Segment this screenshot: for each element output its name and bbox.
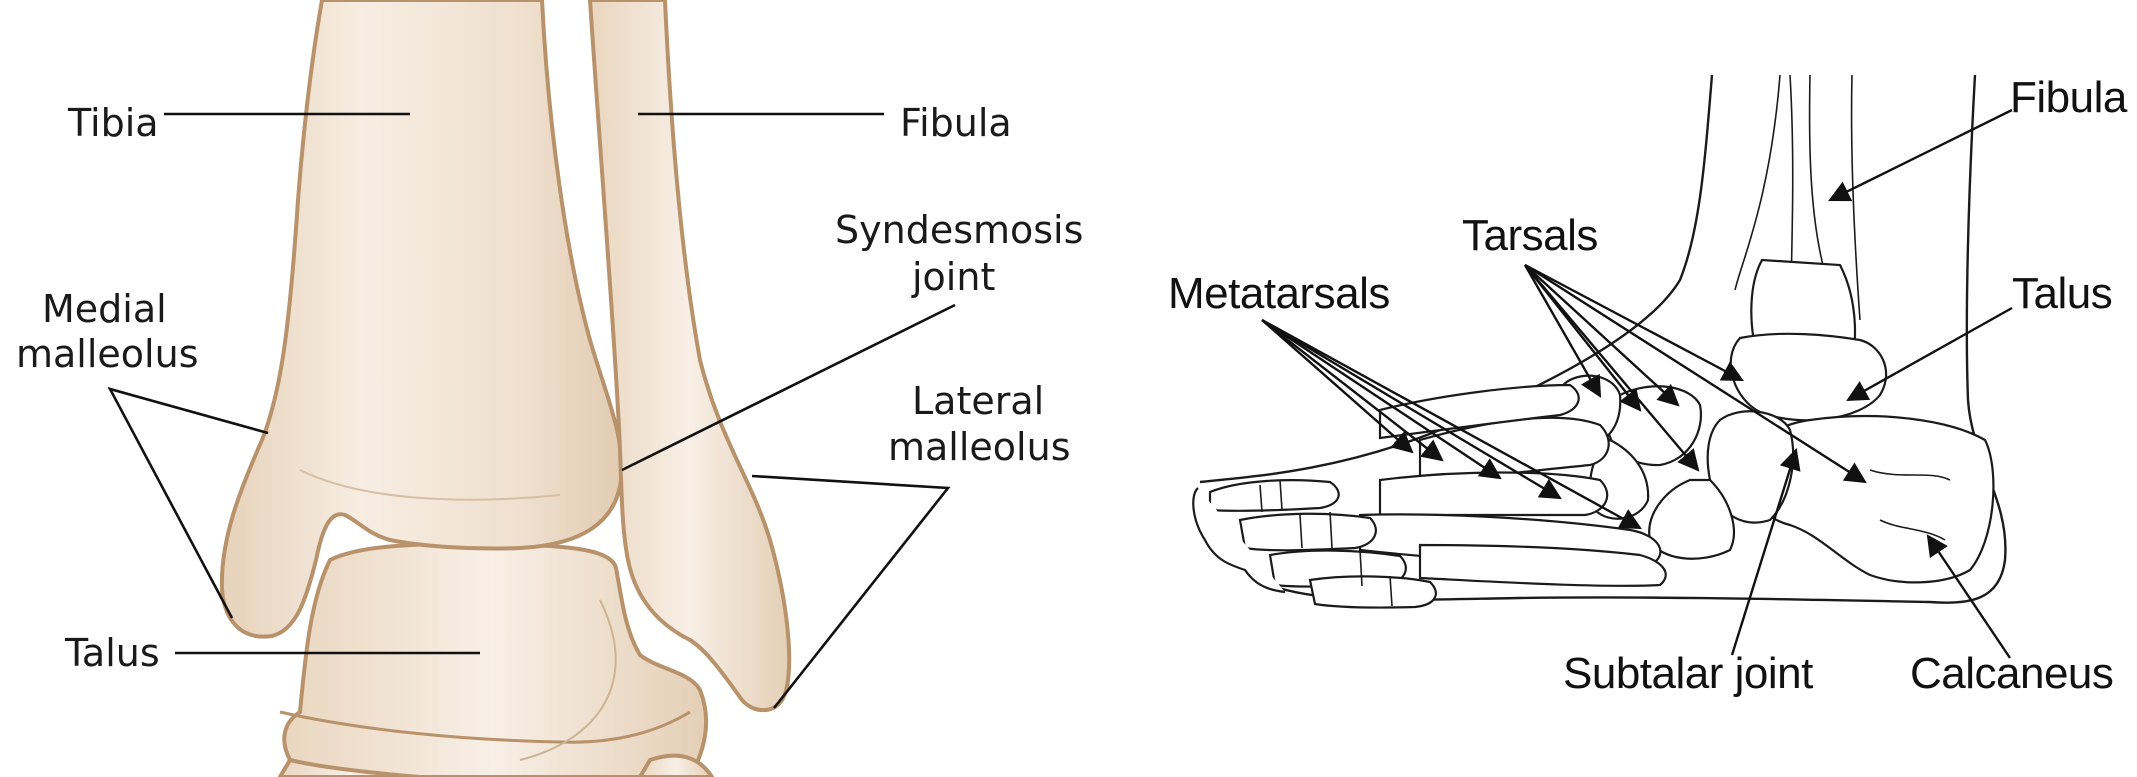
arrow-metatarsals-3 — [1261, 319, 1502, 480]
tibia-inner-shadow — [299, 469, 561, 501]
calcaneus-partial — [637, 753, 715, 777]
arrow-metatarsals-4 — [1261, 318, 1562, 500]
label-syndesmosis-line1: Syndesmosis — [835, 208, 1083, 252]
talus-lower-contour — [279, 710, 691, 744]
label-syndesmosis-line2: joint — [911, 255, 995, 299]
metatarsal-2 — [1378, 471, 1609, 517]
toe-tips — [1192, 487, 1286, 594]
navicular-shape — [1706, 410, 1795, 524]
arrow-metatarsals-2 — [1261, 319, 1444, 462]
label-lateral-line2: malleolus — [888, 425, 1071, 469]
label-calcaneus: Calcaneus — [1910, 649, 2113, 698]
left-ankle-front-view — [219, 0, 792, 777]
cuboid-shape — [1648, 478, 1735, 560]
leader-lateral — [751, 474, 951, 709]
phalanges-group-2 — [1238, 512, 1377, 552]
label-fibula-right: Fibula — [2010, 73, 2128, 122]
talus-shadow-curve — [519, 599, 617, 761]
label-talus-right: Talus — [2012, 269, 2112, 318]
fibula-bone-shape — [587, 0, 792, 713]
tibia-bone-shape — [219, 0, 625, 639]
arrow-tarsals-5 — [1524, 263, 1744, 382]
arrow-metatarsals-5 — [1261, 318, 1642, 530]
label-tarsals: Tarsals — [1462, 211, 1598, 260]
arrow-talus-right — [1846, 306, 2013, 402]
arrow-tarsals-4 — [1524, 264, 1700, 472]
label-medial-line1: Medial — [42, 287, 167, 331]
arrow-fibula-right — [1828, 108, 2013, 202]
phalanges-group-1 — [1208, 479, 1340, 512]
leader-medial — [107, 386, 269, 619]
talus-shape — [1729, 332, 1888, 422]
phalanges-group-4 — [1308, 575, 1437, 609]
phalanx-joints — [1259, 479, 1393, 607]
arrow-metatarsals-1 — [1261, 319, 1414, 454]
label-tibia: Tibia — [67, 101, 159, 145]
leader-syndesmosis — [621, 303, 956, 472]
arrow-subtalar — [1730, 447, 1801, 656]
right-foot-lateral-view — [1192, 74, 2007, 609]
label-metatarsals: Metatarsals — [1168, 269, 1390, 318]
left-labels: Tibia Fibula Syndesmosis joint Medial ma… — [16, 101, 1083, 709]
label-lateral-line1: Lateral — [912, 379, 1044, 423]
label-fibula-left: Fibula — [900, 101, 1012, 145]
arrow-tarsals-6 — [1524, 263, 1867, 484]
leg-skin-front — [1199, 74, 1714, 484]
label-subtalar: Subtalar joint — [1563, 649, 1813, 698]
arrow-tarsals-1 — [1523, 264, 1602, 398]
arrow-tarsals-3 — [1524, 264, 1680, 407]
label-medial-line2: malleolus — [16, 332, 199, 376]
right-labels: Fibula Tarsals Metatarsals Talus Subtala… — [1168, 73, 2128, 698]
arrow-calcaneus — [1926, 534, 2011, 659]
metatarsal-4 — [1418, 543, 1667, 587]
label-talus-left: Talus — [64, 631, 160, 675]
